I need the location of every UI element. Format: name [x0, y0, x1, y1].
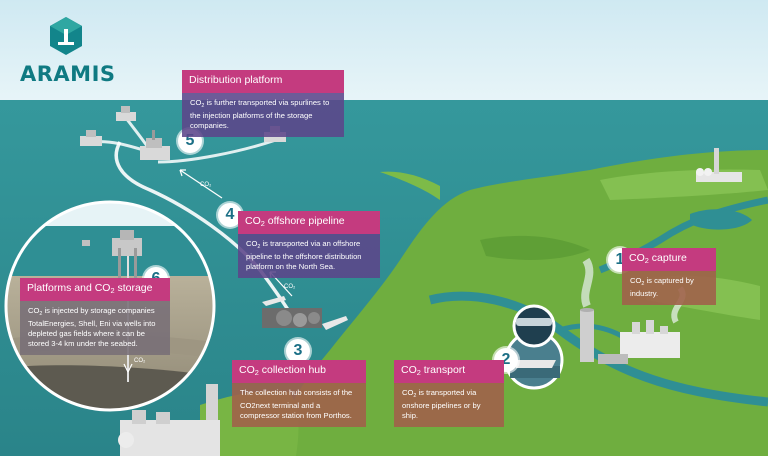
step-card-platforms-storage: Platforms and CO2 storage CO2 is injecte…: [20, 278, 170, 355]
offshore-platform-icon: [116, 106, 136, 121]
step-badge-3: 3: [286, 339, 310, 363]
offshore-pipeline: [114, 141, 294, 317]
offshore-platform-icon: [80, 130, 102, 146]
spurline-right: [157, 138, 277, 164]
step-title: Distribution platform: [182, 70, 344, 93]
hexagon-arrow-down-icon: [50, 17, 82, 55]
flow-label-upper: CO₂: [200, 182, 212, 188]
offshore-platform-icon: [112, 230, 142, 278]
step-text: CO2 is transported via onshore pipelines…: [394, 383, 504, 427]
ship-zoom-circle: [504, 330, 564, 390]
step-card-offshore-pipeline: CO2 offshore pipeline CO2 is transported…: [238, 211, 380, 278]
step-card-distribution-platform: Distribution platform CO2 is further tra…: [182, 70, 344, 137]
factory-icon: [118, 384, 220, 456]
factory-icon: [696, 148, 742, 182]
smokestack-icon: [580, 257, 594, 362]
offshore-platform-icon: [140, 130, 170, 160]
step-title: CO2 capture: [622, 248, 716, 271]
inland-lake: [690, 209, 752, 230]
step-card-collection-hub: CO2 collection hub The collection hub co…: [232, 360, 366, 427]
step-text: CO2 is captured by industry.: [622, 271, 716, 305]
step-title: CO2 collection hub: [232, 360, 366, 383]
step-text: The collection hub consists of the CO2ne…: [232, 383, 366, 427]
flow-arrow-upper: [179, 169, 223, 199]
step-title: Platforms and CO2 storage: [20, 278, 170, 301]
ship-icon: [262, 296, 286, 306]
step-title: CO2 offshore pipeline: [238, 211, 380, 234]
step-card-capture: CO2 capture CO2 is captured by industry.: [622, 248, 716, 305]
offshore-platform-icon: [82, 240, 90, 246]
sky: [0, 0, 768, 104]
brand-name: ARAMIS: [20, 62, 116, 86]
step-text: CO2 is further transported via spurlines…: [182, 93, 344, 137]
collection-hub: [262, 308, 322, 328]
ship-icon: [322, 316, 348, 330]
flow-label-storage: CO₂: [134, 358, 146, 364]
step-card-transport: CO2 transport CO2 is transported via ons…: [394, 360, 504, 427]
step-text: CO2 is injected by storage companies Tot…: [20, 301, 170, 355]
step-title: CO2 transport: [394, 360, 504, 383]
step-text: CO2 is transported via an offshore pipel…: [238, 234, 380, 278]
pipe-zoom-circle: [512, 304, 556, 348]
land-spit: [380, 171, 440, 200]
flow-label-lower: CO₂: [284, 284, 296, 290]
